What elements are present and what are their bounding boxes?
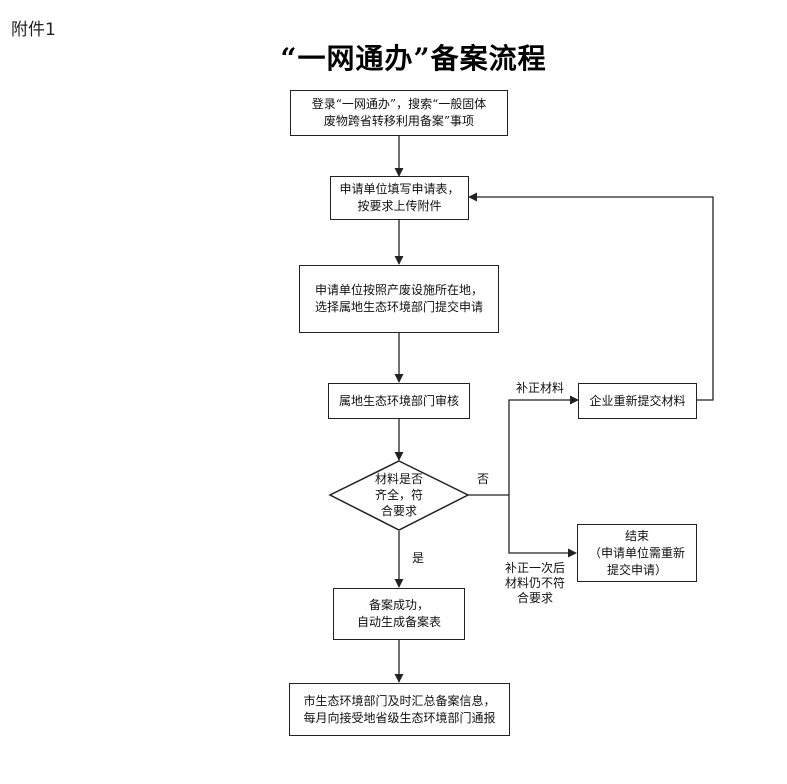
step-fill-form: 申请单位填写申请表， 按要求上传附件: [330, 176, 469, 220]
step-end: 结束 （申请单位需重新 提交申请）: [577, 524, 697, 582]
page-title: “一网通办”备案流程: [280, 42, 547, 75]
decision-diamond: [328, 460, 470, 531]
label-supplement: 补正材料: [516, 381, 565, 395]
label-still-fail: 补正一次后 材料仍不符 合要求: [505, 561, 566, 605]
arrow-to-end: [508, 495, 577, 558]
step-resubmit-materials: 企业重新提交材料: [578, 383, 697, 419]
arrow-resubmit-to-fill: [468, 192, 714, 401]
step-report: 市生态环境部门及时汇总备案信息， 每月向接受地省级生态环境部门通报: [289, 683, 510, 736]
step-department-review: 属地生态环境部门审核: [328, 383, 470, 419]
step-filing-success: 备案成功， 自动生成备案表: [333, 588, 465, 640]
arrow-to-resubmit: [508, 395, 579, 495]
decision-text: 材料是否 齐全，符 合要求: [374, 472, 423, 518]
attachment-label: 附件1: [11, 20, 56, 40]
step-select-department: 申请单位按照产废设施所在地， 选择属地生态环境部门提交申请: [299, 265, 499, 333]
label-yes: 是: [412, 551, 425, 565]
label-no: 否: [477, 472, 490, 486]
step-login: 登录“一网通办”，搜索“一般固体 废物跨省转移利用备案”事项: [290, 90, 508, 136]
